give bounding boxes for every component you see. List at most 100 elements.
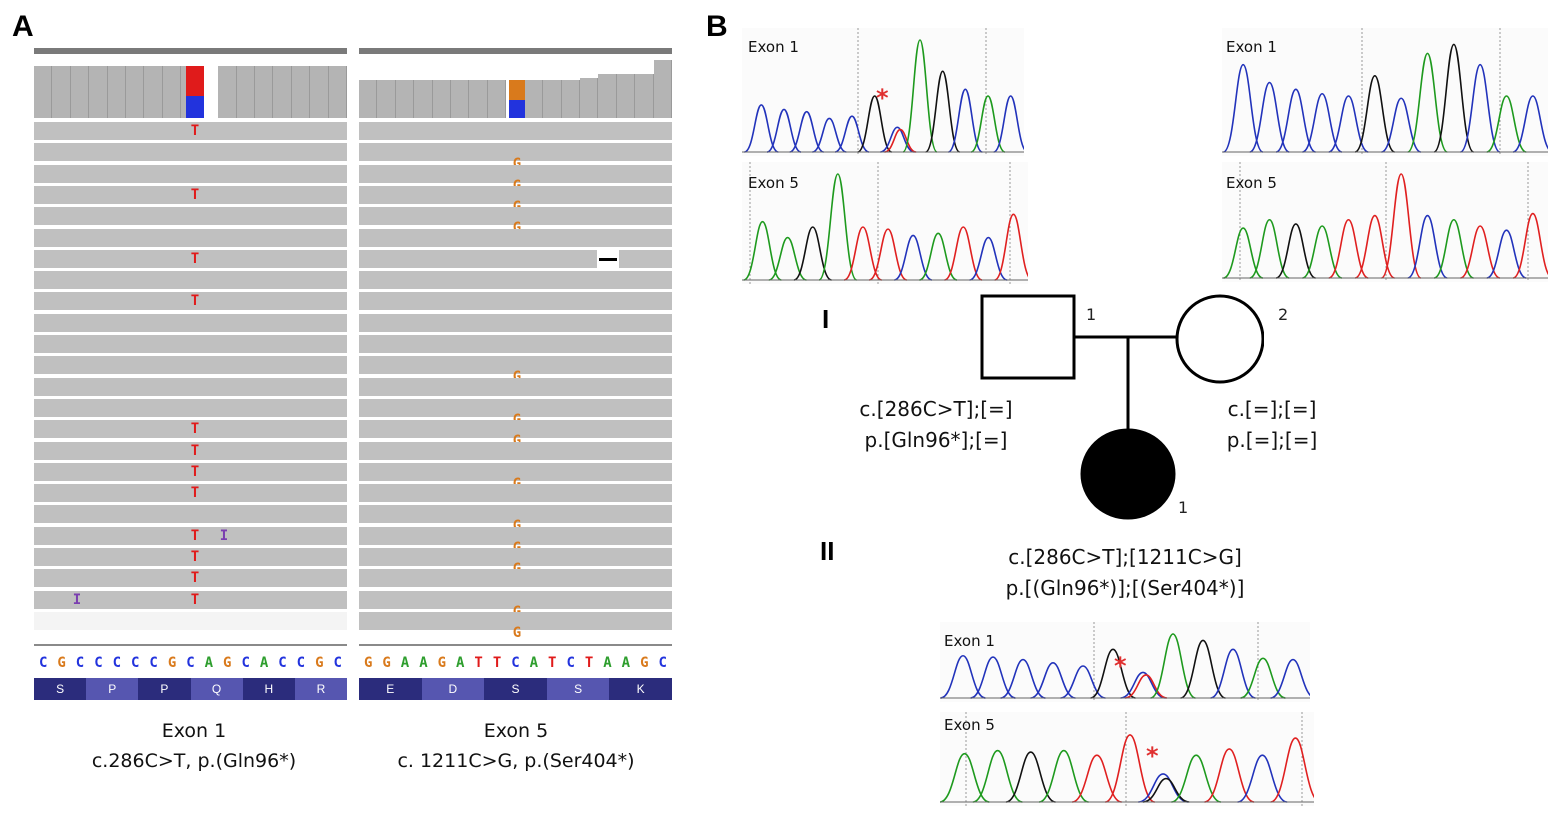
trace-peak [834,115,870,153]
trace-peak [1512,212,1553,279]
coverage-bar [310,66,329,118]
coverage-bar [52,66,71,118]
mismatch-base: G [510,155,524,173]
chromatogram-mother-exon1: Exon 1 [1222,28,1553,156]
trace-peak [1104,734,1156,803]
mother-cdna: c.[=];[=] [1227,397,1317,421]
mother-protein: p.[=];[=] [1226,428,1318,452]
variant-asterisk: * [1146,742,1159,770]
read-bar [359,505,672,524]
read-bar [34,249,347,268]
reference-base: T [548,655,557,671]
read-bar [359,569,672,588]
reference-base: C [658,655,667,671]
panel-a-label: A [12,10,34,43]
reference-base: C [333,655,342,671]
trace-peak-secondary [884,128,917,153]
trace-peak [1433,43,1475,153]
trace-peak [1407,214,1448,279]
coverage-bar [616,74,636,118]
amino-acid-cell: P [138,678,191,700]
read-bar [34,505,347,524]
coverage-bar [543,80,562,118]
trace-peak [947,88,984,153]
coverage-bar [524,80,544,118]
amino-acid-cell: P [86,678,139,700]
read-bar [34,441,347,460]
read-bar [359,292,672,311]
mismatch-base: T [190,570,200,587]
reference-base: C [241,655,250,671]
read-bar [34,207,347,226]
father-symbol [980,294,1076,380]
trace-peak [766,108,802,153]
trace-peak [970,95,1006,153]
coverage-bar [487,80,507,118]
reference-base: A [259,655,269,671]
trace-peak [993,95,1029,153]
coverage-bar [126,66,145,118]
reference-base: G [223,655,232,671]
mismatch-base: T [190,186,200,203]
mismatch-base: T [190,527,200,544]
trace-peak [1270,737,1321,803]
read-bar [359,164,672,183]
read-bar [359,271,672,290]
trace-peak [972,749,1023,803]
reads-track: GGGGGGGGGGGGG [359,122,672,692]
reference-base: C [296,655,306,671]
read-bar [359,548,672,566]
read-bar [359,526,672,545]
coverage-allele-t [186,66,204,96]
reference-base: C [566,655,575,671]
amino-acid-cell: K [609,678,672,700]
coverage-bar [254,66,274,118]
coverage-track [359,52,672,118]
igv-top-border [34,48,347,54]
reference-base: G [382,655,391,671]
trace-peak [1486,229,1527,279]
mother-genotype: c.[=];[=] p.[=];[=] [1212,394,1332,456]
trace-peak [818,173,858,281]
chromatogram-trace [1222,28,1553,156]
trace-peak [940,654,986,699]
chromatogram-label: Exon 5 [1226,174,1277,192]
trace-peak [1270,658,1316,699]
trace-peak [880,126,915,153]
reference-base: G [363,655,373,671]
coverage-bar [451,80,470,118]
father-cdna: c.[286C>T];[=] [859,397,1013,421]
chromatogram-trace [742,162,1033,284]
reference-base: A [456,655,465,671]
mismatch-base: G [510,411,524,429]
coverage-bar [291,66,311,118]
trace-peak [1249,218,1290,279]
mismatch-base: G [510,432,524,450]
coverage-bar [218,66,237,118]
proband-cdna: c.[286C>T];[1211C>G] [1008,545,1242,569]
father-protein: p.[Gln96*];[=] [864,428,1008,452]
trace-peak [768,236,807,281]
coverage-bar [70,66,90,118]
reference-base: C [112,655,122,671]
mismatch-base: T [190,123,200,139]
amino-acid-cell: S [34,678,87,700]
trace-peak [1210,648,1256,699]
mother-symbol [1175,294,1264,384]
caption-exon5-variant: c. 1211C>G, p.(Ser404*) [397,750,635,772]
mismatch-base: T [190,442,200,459]
reference-base: G [57,655,66,671]
amino-acid-cell: Q [190,678,243,700]
reference-base: C [38,655,48,671]
trace-peak [1000,658,1046,699]
coverage-bar [236,66,255,118]
reference-base: A [419,655,428,671]
coverage-allele-c [186,96,204,118]
chromatogram-trace [1222,162,1553,282]
read-bar [34,356,347,375]
read-bar [359,122,672,140]
chromatogram-father-exon5: Exon 5 [742,162,1033,284]
read-bar [34,185,347,204]
